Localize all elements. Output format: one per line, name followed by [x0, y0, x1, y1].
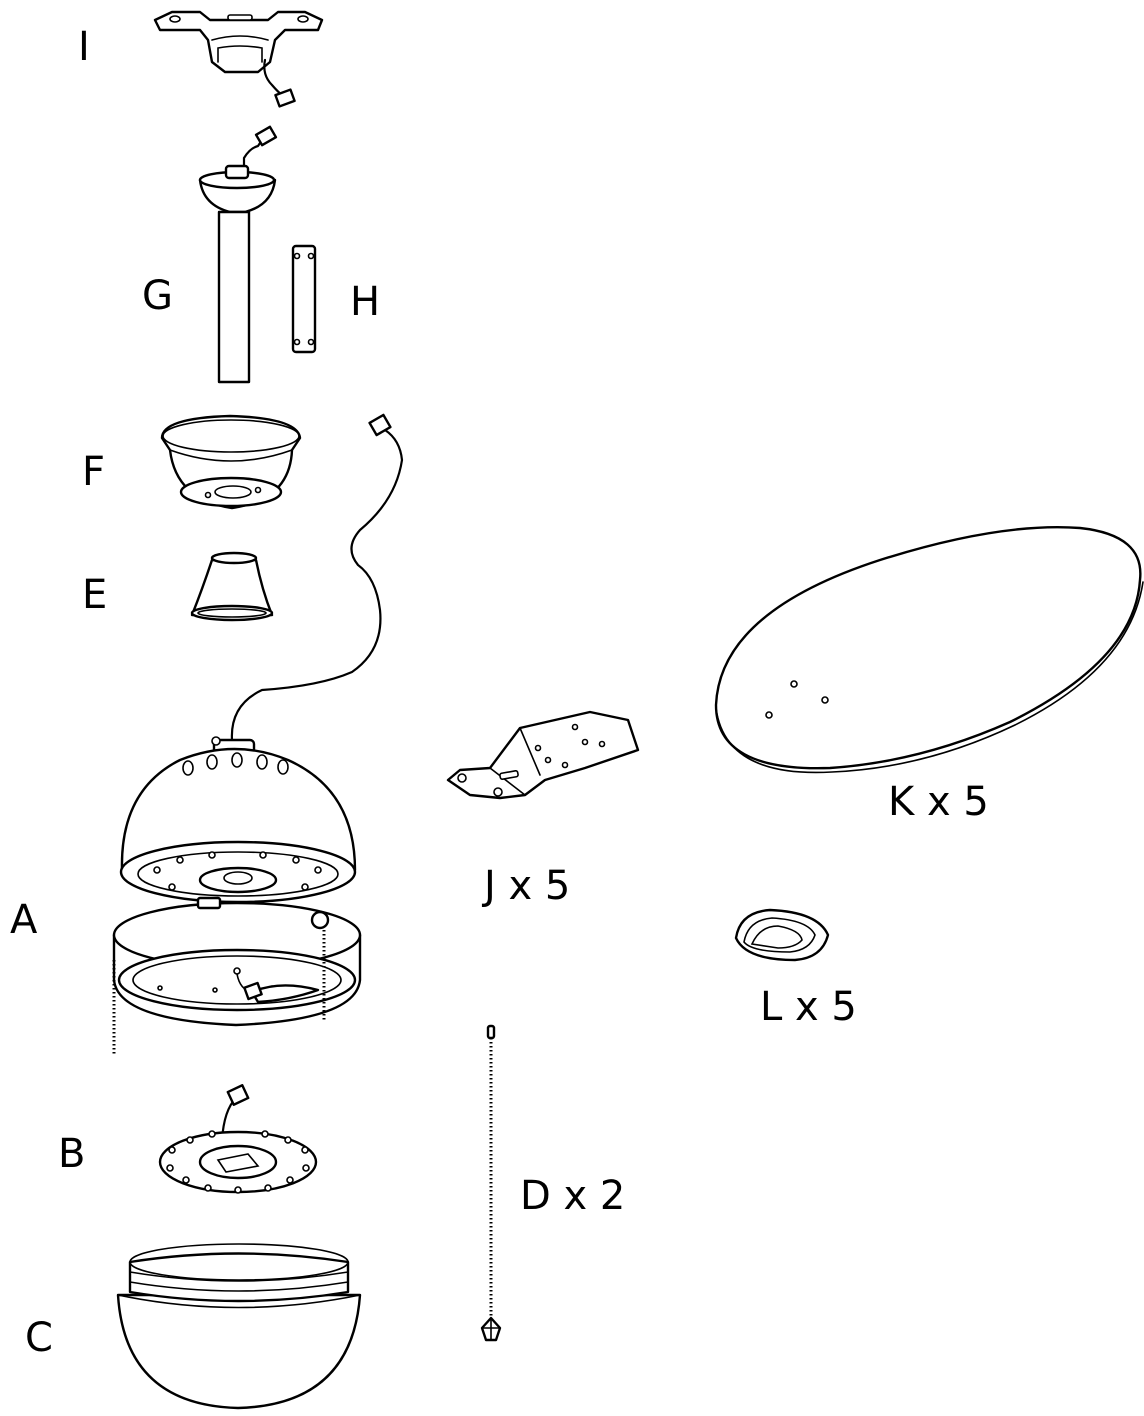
downrod-icon	[198, 125, 278, 384]
coupling-cover-icon	[190, 551, 274, 622]
label-part-d: D x 2	[520, 1173, 626, 1219]
label-part-k: K x 5	[888, 779, 989, 825]
label-part-a: A	[10, 897, 38, 943]
label-part-l: L x 5	[760, 984, 857, 1030]
extension-rod-icon	[291, 244, 317, 354]
motor-housing-icon	[112, 736, 362, 1055]
label-part-f: F	[82, 449, 106, 495]
blade-bracket-icon	[446, 710, 640, 800]
canopy-icon	[160, 414, 302, 510]
ceiling-bracket-icon	[153, 10, 324, 108]
label-part-c: C	[25, 1315, 53, 1361]
label-part-b: B	[58, 1131, 86, 1177]
label-part-e: E	[82, 572, 108, 618]
fan-blade-icon	[714, 525, 1144, 774]
label-part-g: G	[142, 273, 173, 319]
wire-icon	[230, 413, 404, 742]
glass-bowl-icon	[116, 1243, 362, 1410]
blade-cap-icon	[734, 908, 830, 962]
pull-chain-icon	[480, 1024, 502, 1342]
label-part-j: J x 5	[484, 863, 571, 909]
light-kit-plate-icon	[158, 1084, 318, 1194]
label-part-i: I	[78, 24, 90, 70]
label-part-h: H	[350, 279, 381, 325]
